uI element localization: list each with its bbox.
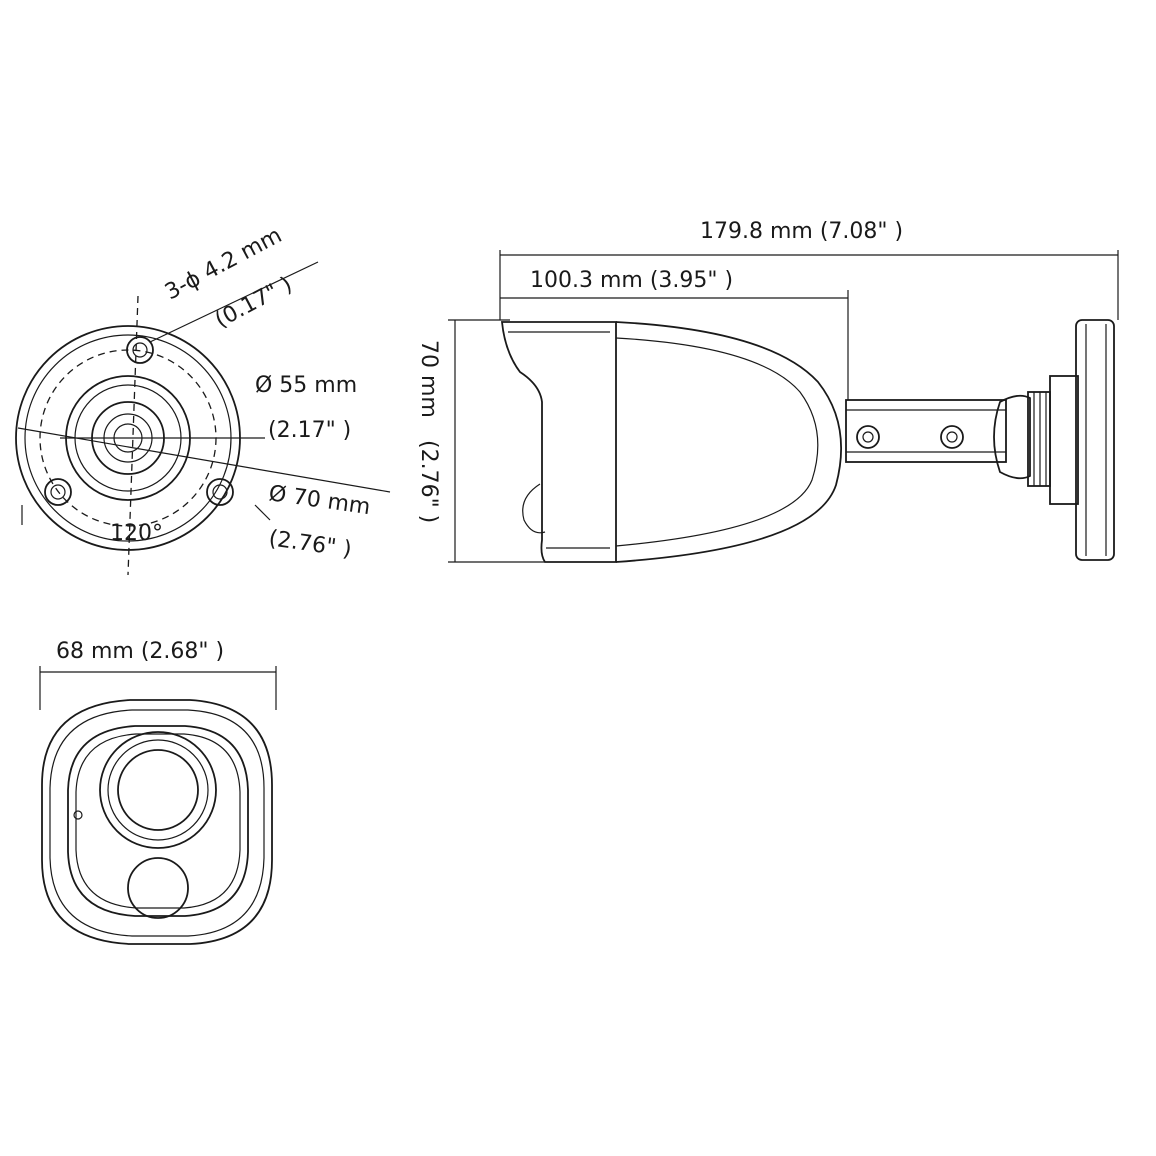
camera-body-inner-line [615,337,819,547]
wall-plate [1075,319,1115,561]
arm-screw-left-inner [862,431,874,443]
arm-screw-left [856,425,880,449]
mount-hole-right [206,478,234,506]
ball-joint [993,394,1031,480]
hole-leader [149,261,319,343]
outer-diameter-mm-label: Ø 70 mm [267,481,372,520]
angle-tick-right [254,504,271,521]
hole-inch-label: (0.17" ) [211,272,296,333]
front-face-inner [75,733,241,909]
total-length-label: 179.8 mm (7.08" ) [700,219,903,244]
mount-hole-right-inner [212,484,228,500]
front-face [67,725,249,917]
height-inch-label: (2.76" ) [416,440,441,523]
mount-hole-top [126,336,154,364]
front-view [39,666,277,945]
vertical-centerline [127,295,139,576]
mount-hole-left-inner [50,484,66,500]
base-plate-view [15,261,391,576]
mount-hole-top-inner [132,342,148,358]
arm-screw-right-inner [946,431,958,443]
joint-collar [1027,391,1051,487]
base-neck [1049,375,1079,505]
arm-screw-right [940,425,964,449]
camera-hood [501,321,617,563]
lens-outer-ring [99,731,217,849]
front-housing-outer [41,699,273,945]
mount-arm [845,399,1007,463]
side-view [448,250,1119,563]
camera-body-shell [615,321,842,563]
hood-lens-bump [522,483,546,534]
outer-diameter-inch-label: (2.76" ) [267,526,353,562]
height-mm-label: 70 mm [416,340,441,418]
front-housing-ring [49,709,265,937]
inner-diameter-inch-label: (2.17" ) [268,418,351,443]
mount-hole-left [44,478,72,506]
outer-diameter-leader [17,427,391,493]
lens-ring [107,739,209,841]
inner-diameter-mm-label: Ø 55 mm [255,373,357,398]
light-sensor-dot [73,810,83,820]
width-label: 68 mm (2.68" ) [56,639,224,664]
lens-glass [117,749,199,831]
angle-label: 120° [110,521,163,546]
pir-sensor [127,857,189,919]
body-length-label: 100.3 mm (3.95" ) [530,268,733,293]
